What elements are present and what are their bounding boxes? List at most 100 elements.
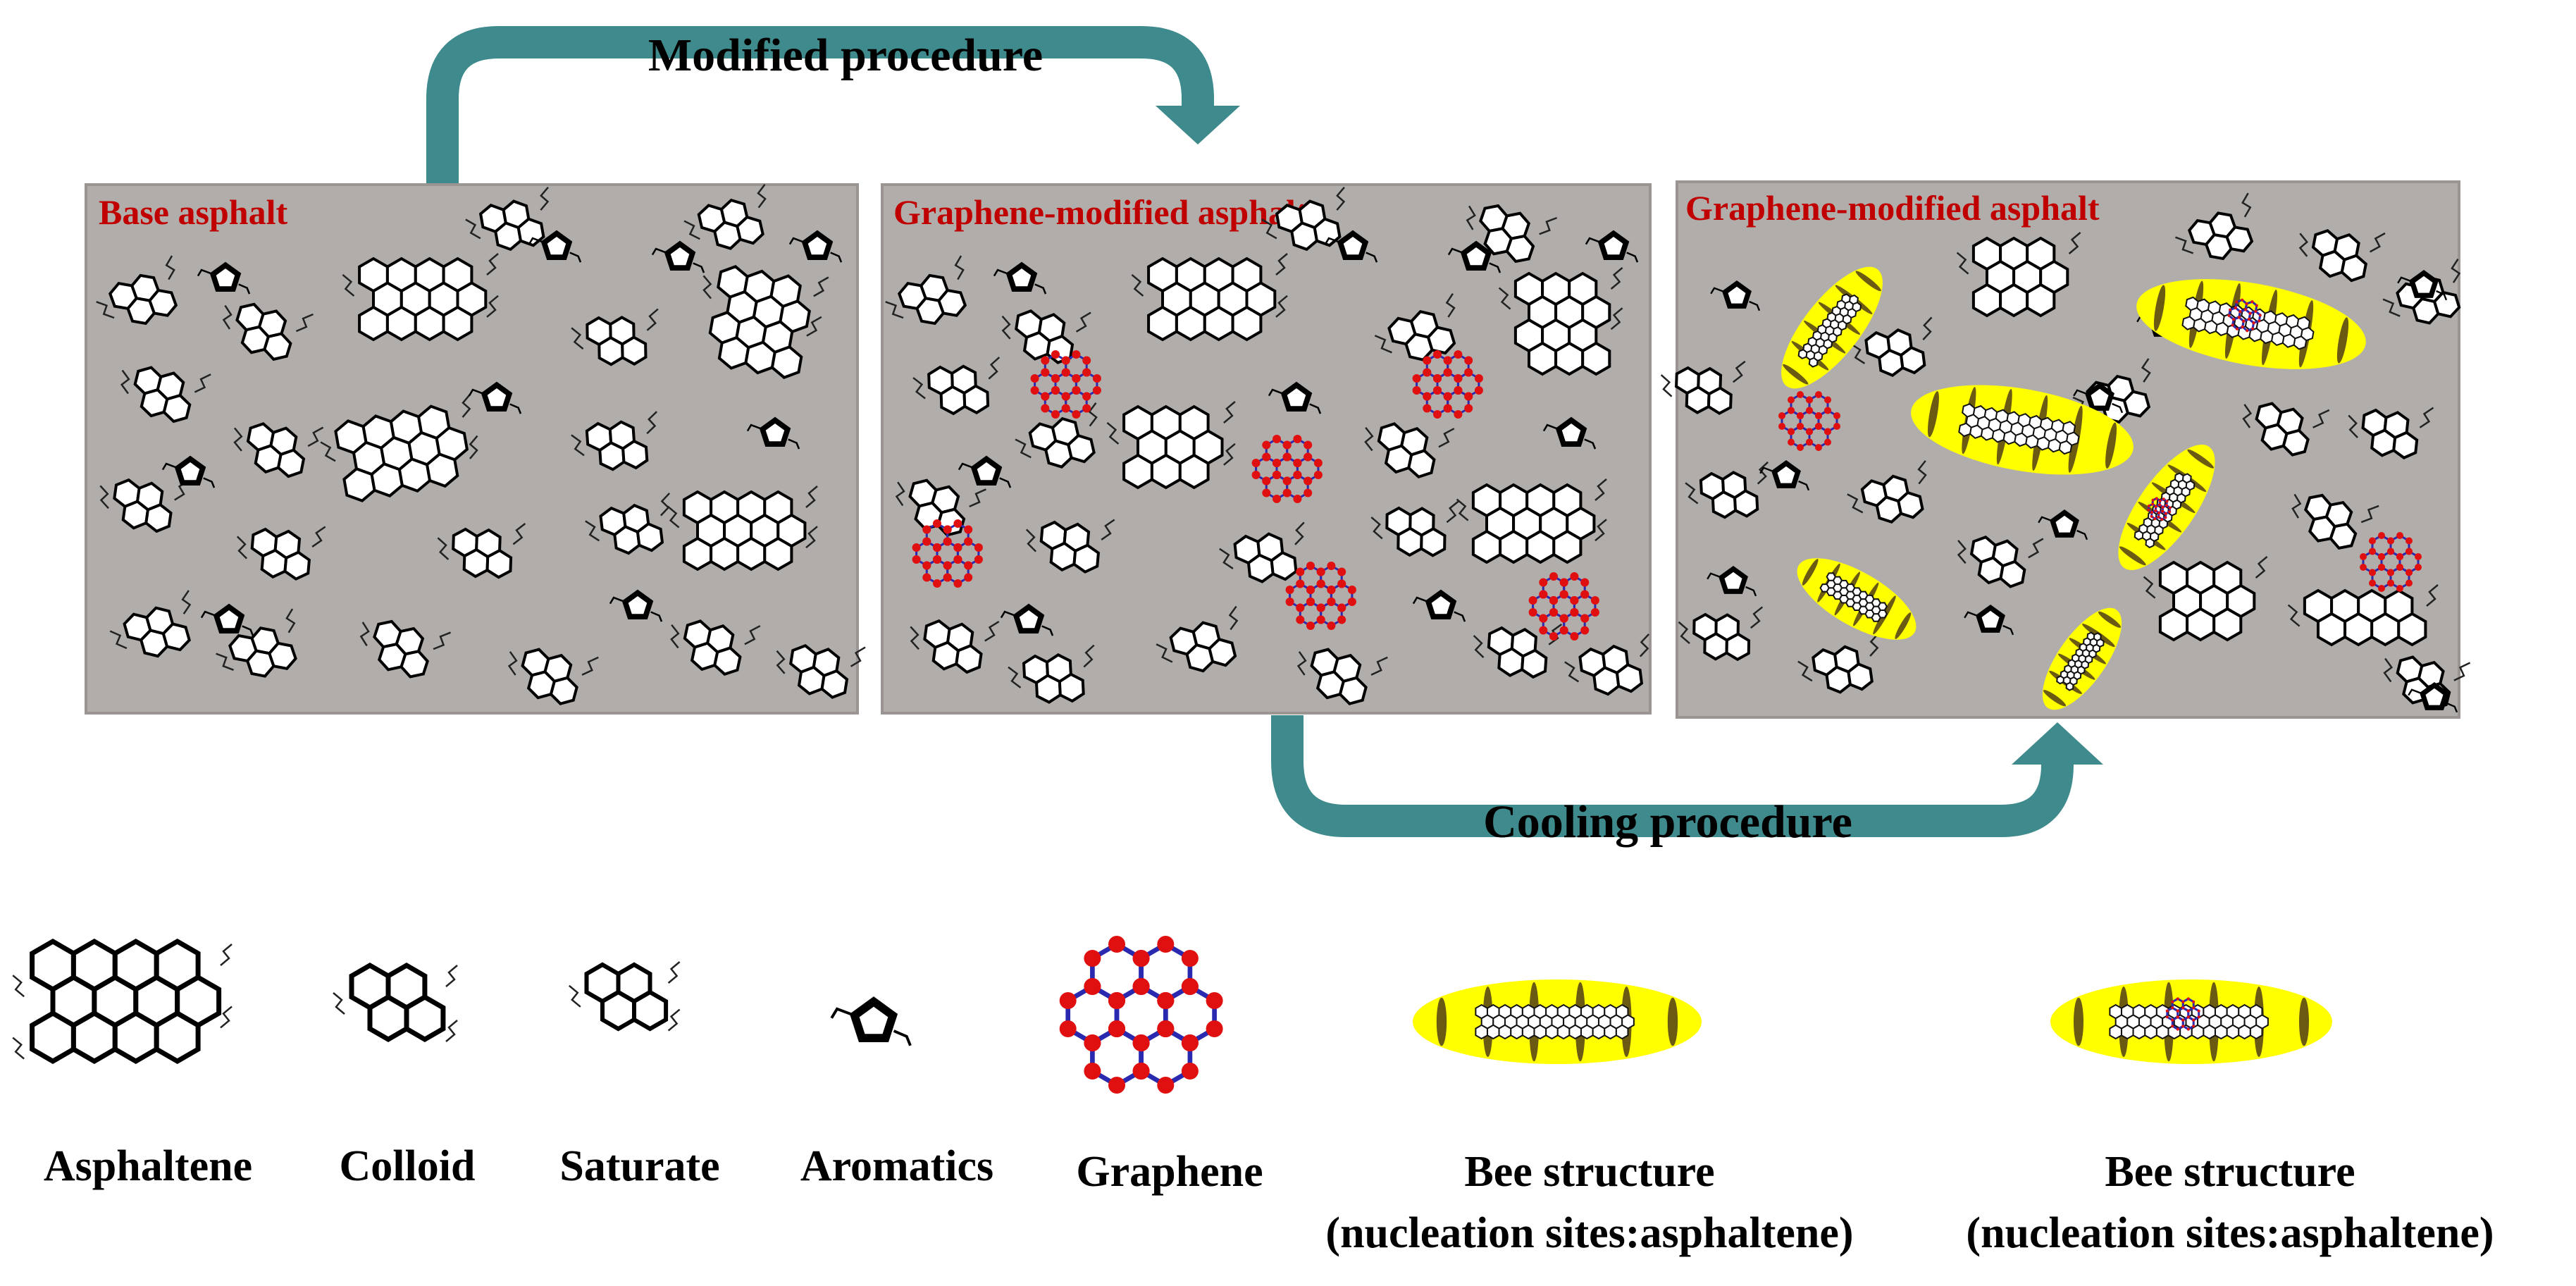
colloid-molecule — [885, 255, 967, 326]
legend-item-asphaltene: Asphaltene — [12, 938, 252, 1190]
aromatic-molecule — [200, 603, 254, 636]
graphene-sheet — [912, 519, 983, 588]
graphene-sheet — [1030, 350, 1101, 419]
asphaltene-icon-drawing — [12, 938, 233, 1065]
panel-molecules — [885, 186, 1650, 705]
aromatic-molecule — [2408, 681, 2458, 713]
colloid-molecule — [465, 186, 550, 252]
graphene-sheet — [2165, 997, 2200, 1031]
saturate-icon — [568, 961, 681, 1032]
colloid-molecule — [1850, 316, 1933, 378]
modified-procedure-arrow — [426, 26, 1240, 185]
colloid-molecule — [2348, 407, 2434, 459]
aromatic-molecule — [1710, 280, 1761, 311]
asphaltene-molecule — [1956, 232, 2081, 318]
colloid-molecule — [1685, 461, 1769, 519]
graphene-sheet — [1059, 936, 1223, 1094]
graphene-sheet — [1285, 562, 1356, 630]
asphaltene-molecule — [1106, 401, 1236, 490]
aromatic-molecule — [746, 416, 800, 450]
legend-label: Colloid — [340, 1142, 476, 1190]
aromatic-molecule — [958, 455, 1012, 488]
graphene-sheet — [1528, 572, 1599, 641]
colloid-molecule — [1296, 648, 1388, 705]
colloid-molecule — [236, 526, 326, 581]
colloid-molecule — [910, 619, 1000, 674]
legend-label: Asphaltene — [44, 1142, 252, 1190]
asphaltene-molecule — [667, 486, 818, 571]
colloid-icon — [333, 962, 458, 1043]
aromatics-icon — [830, 996, 912, 1046]
colloid-molecule — [216, 608, 297, 678]
legend-label: Bee structure — [2105, 1148, 2355, 1196]
bee-structure — [1781, 266, 1883, 389]
aromatic-molecule — [1324, 230, 1378, 263]
asphaltene-molecule — [320, 393, 478, 502]
colloid-molecule — [670, 619, 761, 676]
aromatic-molecule — [830, 996, 912, 1046]
asphaltene-molecule — [2287, 584, 2439, 647]
aromatic-molecule — [1542, 416, 1597, 450]
asphaltene-molecule — [342, 253, 499, 342]
colloid-molecule — [1025, 519, 1115, 574]
aromatic-molecule — [609, 589, 663, 622]
colloid-molecule — [99, 478, 190, 533]
legend-item-saturate: Saturate — [559, 961, 720, 1190]
colloid-molecule — [222, 302, 314, 361]
colloid-molecule — [2174, 192, 2254, 261]
panel-molecules — [96, 184, 866, 705]
aromatic-molecule — [1268, 381, 1322, 414]
aromatic-molecule — [788, 230, 843, 263]
legend-label: Graphene — [1076, 1148, 1263, 1196]
legend-item-bee-structure: Bee structure (nucleation sites:asphalte… — [1325, 979, 1854, 1257]
graphene-sheet — [1412, 350, 1483, 419]
cooling-procedure-label: Cooling procedure — [1483, 796, 1852, 848]
bee-structure — [1911, 385, 2134, 475]
colloid-molecule — [1957, 535, 2044, 588]
colloid-molecule — [2242, 402, 2330, 457]
legend-label: Saturate — [559, 1142, 719, 1190]
graphene-sheet — [2147, 497, 2172, 521]
colloid-molecule — [912, 357, 1001, 416]
asphaltene-molecule — [2143, 556, 2268, 642]
colloid-molecule — [1660, 360, 1746, 415]
legend-item-aromatics: Aromatics — [800, 996, 993, 1190]
colloid-icon-drawing — [333, 962, 458, 1043]
panel-title: Graphene-modified asphalt — [893, 192, 1308, 232]
bee-structure — [2042, 607, 2122, 710]
aromatic-molecule — [197, 261, 251, 295]
graphene-icon — [1059, 936, 1223, 1094]
legend-item-graphene: Graphene — [1059, 936, 1263, 1196]
asphaltene-molecule — [1131, 253, 1288, 342]
colloid-molecule — [1370, 500, 1459, 557]
colloid-molecule — [233, 422, 324, 478]
colloid-molecule — [507, 648, 599, 705]
colloid-molecule — [2291, 493, 2379, 550]
aromatic-molecule — [1585, 230, 1639, 263]
graphene-sheet — [2227, 298, 2262, 333]
panel-graphene-modified-asphalt-cooled: Graphene-modified asphalt — [1660, 180, 2471, 719]
asphaltene-molecule — [1498, 267, 1623, 376]
aromatic-molecule — [468, 381, 522, 414]
aromatic-molecule — [528, 230, 582, 263]
colloid-molecule — [2298, 229, 2386, 283]
bee-structure-graphene-icon — [2050, 979, 2332, 1064]
colloid-molecule — [1374, 292, 1456, 361]
colloid-molecule — [1678, 606, 1764, 662]
colloid-molecule — [571, 308, 659, 366]
colloid-molecule — [1466, 204, 1558, 264]
aromatic-molecule — [2397, 269, 2448, 301]
legend-label: Aromatics — [800, 1142, 993, 1190]
colloid-molecule — [1156, 605, 1239, 673]
colloid-molecule — [1797, 633, 1879, 694]
colloid-molecule — [1261, 186, 1346, 252]
bee-structure — [2136, 279, 2366, 369]
panel-title: Base asphalt — [99, 192, 287, 232]
legend-sublabel: (nucleation sites:asphaltene) — [1966, 1209, 2494, 1257]
asphaltene-molecule — [702, 265, 829, 379]
colloid-molecule — [96, 255, 178, 326]
aromatic-molecule — [993, 261, 1047, 295]
bee-structure — [2050, 979, 2332, 1064]
graphene-sheet — [1251, 435, 1323, 503]
bee-structure-icon — [1413, 979, 1702, 1064]
